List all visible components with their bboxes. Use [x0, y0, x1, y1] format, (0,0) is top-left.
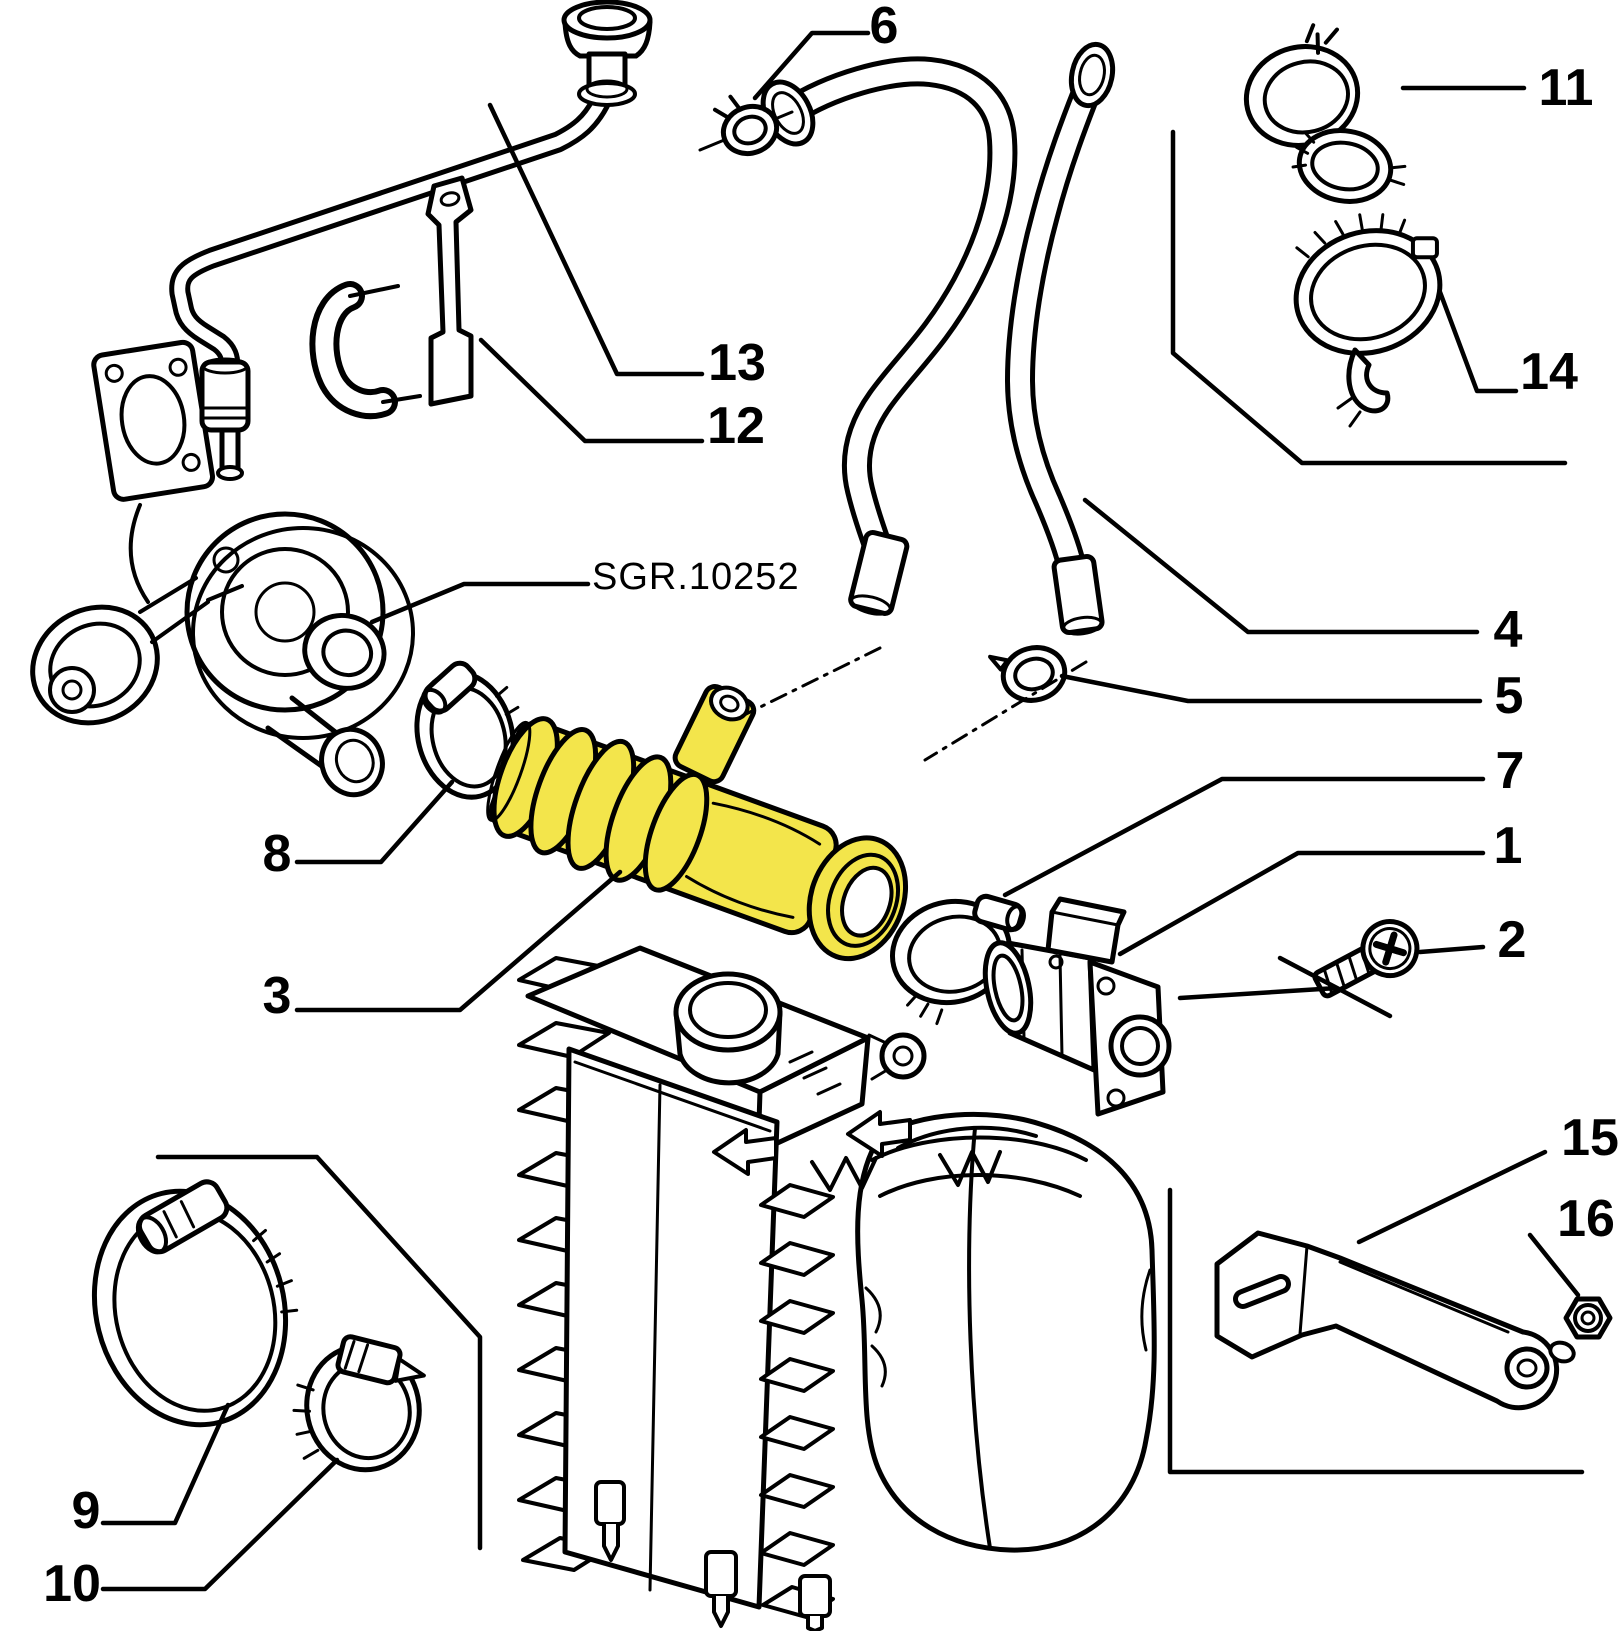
hose-clamp-5 — [988, 645, 1068, 703]
hose-clamp-9 — [91, 1179, 299, 1428]
hose-clip-6 — [698, 94, 794, 157]
group-line-11-14 — [1170, 129, 1568, 466]
callout-16: 16 — [1557, 1190, 1615, 1248]
callout-8: 8 — [263, 825, 292, 883]
callout-10: 10 — [43, 1555, 101, 1613]
intercooler-mid-fins — [759, 1183, 835, 1619]
callout-9: 9 — [72, 1482, 101, 1540]
callout-3: 3 — [263, 967, 292, 1025]
air-flow-meter-1 — [982, 896, 1172, 1117]
callout-15: 15 — [1561, 1109, 1619, 1167]
callout-5: 5 — [1495, 667, 1524, 725]
sgr-leader-line — [369, 581, 591, 625]
intercooler-front-panel — [562, 1046, 780, 1610]
leader-lines — [100, 30, 1581, 1592]
callout-7: 7 — [1496, 742, 1525, 800]
callout-1: 1 — [1494, 817, 1523, 875]
hose-clamp-10 — [292, 1334, 426, 1481]
intercooler-pins — [594, 1480, 832, 1631]
callout-2: 2 — [1498, 911, 1527, 969]
sgr-reference-label: SGR.10252 — [592, 556, 800, 598]
callout-11: 11 — [1539, 59, 1594, 117]
intercooler-end-tank — [810, 1111, 1157, 1553]
pipe-bracket-12 — [309, 175, 474, 420]
callout-14: 14 — [1520, 343, 1578, 401]
breather-cap — [561, 0, 653, 107]
vent-hose-right-4 — [1005, 41, 1116, 636]
band-clamp-14 — [1293, 213, 1443, 428]
wire-clamp-11 — [1243, 23, 1407, 204]
intercooler-drawing — [517, 945, 1157, 1631]
support-bracket-15 — [1214, 1230, 1576, 1411]
intercooler-filler-neck — [673, 971, 783, 1086]
group-line-9-10 — [155, 1154, 483, 1551]
callout-12: 12 — [707, 397, 765, 455]
flow-arrow — [846, 1110, 912, 1158]
callout-6: 6 — [870, 0, 899, 55]
spring-clamp-8 — [414, 660, 528, 800]
group-line-15-16 — [1167, 1187, 1585, 1475]
turbo-air-hose-3 — [486, 684, 909, 962]
pipe-union-sleeve — [199, 357, 251, 433]
breather-pipe-13 — [169, 92, 611, 481]
alignment-dash-lines — [740, 646, 1088, 762]
callout-4: 4 — [1494, 601, 1523, 659]
callout-13: 13 — [708, 334, 766, 392]
flow-arrow — [712, 1128, 778, 1176]
nut-16 — [1563, 1296, 1613, 1340]
